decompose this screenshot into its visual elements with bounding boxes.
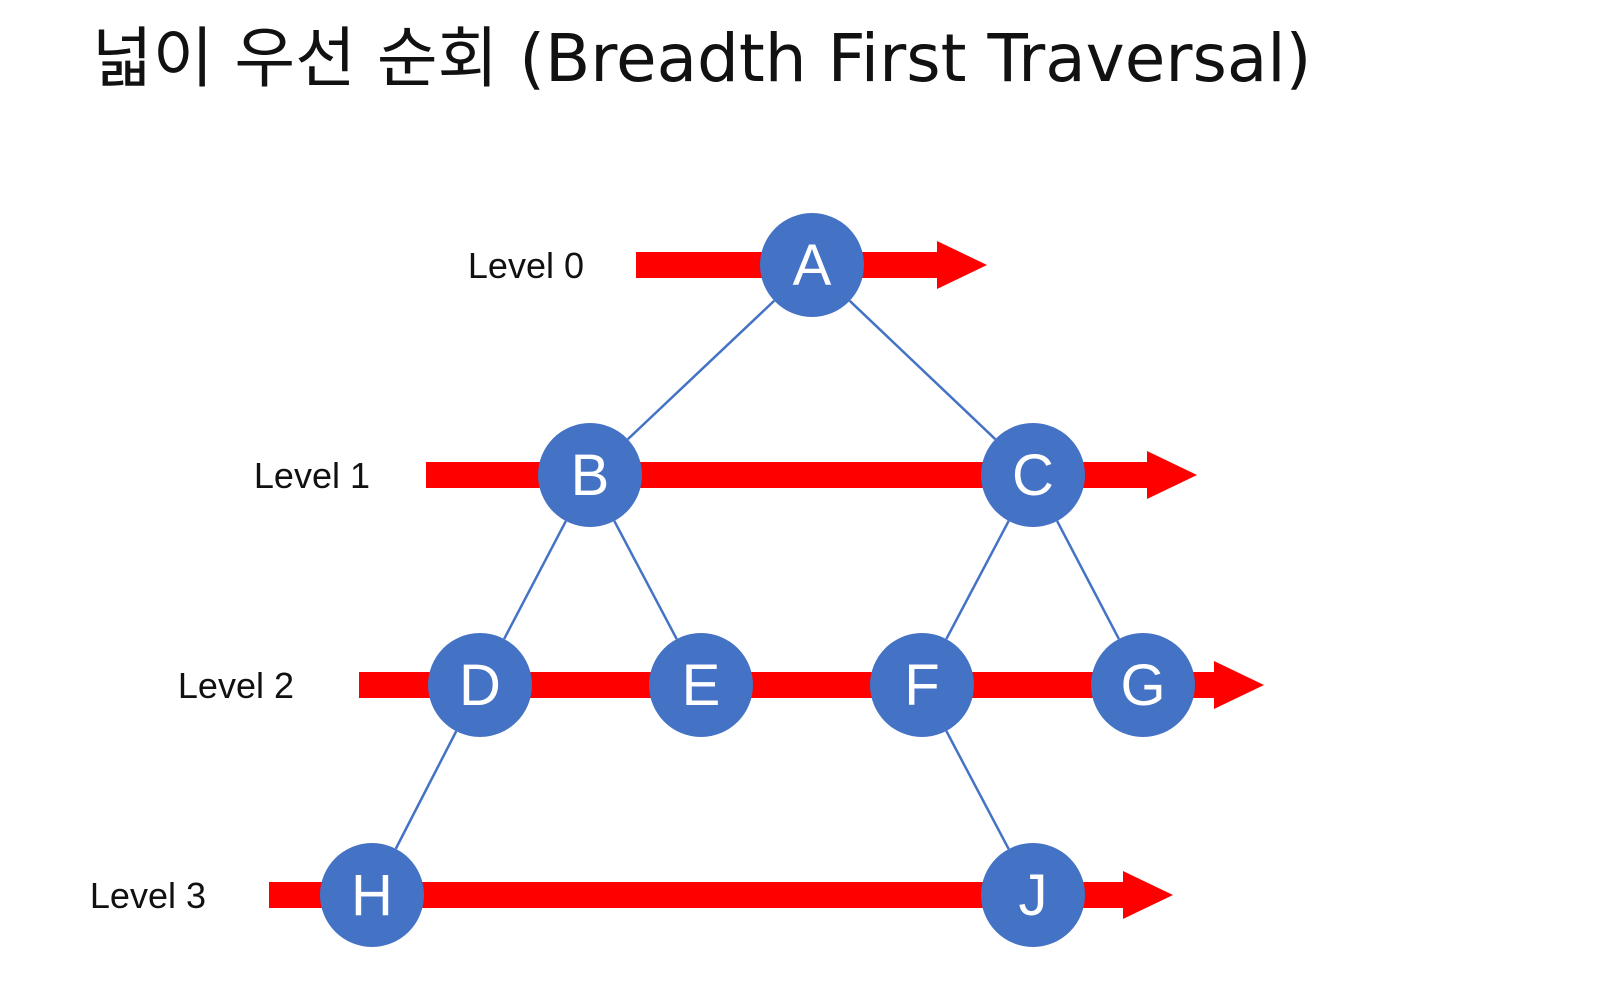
node-b-label: B xyxy=(571,443,610,508)
edge-B-E xyxy=(613,520,678,640)
node-a-label: A xyxy=(793,233,832,298)
level-2-traversal-arrow xyxy=(359,661,1264,709)
level-1-label: Level 1 xyxy=(254,455,370,496)
node-c-circle xyxy=(981,423,1085,527)
edge-A-C xyxy=(848,299,997,441)
node-h: H xyxy=(320,843,424,947)
level-labels: Level 0 Level 1 Level 2 Level 3 xyxy=(90,245,584,916)
level-3-traversal-arrow xyxy=(269,871,1173,919)
node-j: J xyxy=(981,843,1085,947)
node-a-circle xyxy=(760,213,864,317)
node-j-circle xyxy=(981,843,1085,947)
edge-C-G xyxy=(1056,520,1120,640)
node-e-circle xyxy=(649,633,753,737)
node-g: G xyxy=(1091,633,1195,737)
node-c: C xyxy=(981,423,1085,527)
edge-C-F xyxy=(945,520,1010,640)
node-e-label: E xyxy=(682,653,721,718)
node-f: F xyxy=(870,633,974,737)
tree-nodes: A B C D E F G H J xyxy=(320,213,1195,947)
node-h-circle xyxy=(320,843,424,947)
node-e: E xyxy=(649,633,753,737)
node-a: A xyxy=(760,213,864,317)
node-g-label: G xyxy=(1120,653,1165,718)
level-0-label: Level 0 xyxy=(468,245,584,286)
edge-A-B xyxy=(626,299,776,441)
node-f-circle xyxy=(870,633,974,737)
edge-B-D xyxy=(503,520,567,640)
node-c-label: C xyxy=(1012,443,1054,508)
edge-D-H xyxy=(394,730,458,850)
node-h-label: H xyxy=(351,863,393,928)
page-title: 넓이 우선 순회 (Breadth First Traversal) xyxy=(92,20,1312,97)
node-d-label: D xyxy=(459,653,501,718)
edge-F-J xyxy=(945,730,1010,850)
node-d-circle xyxy=(428,633,532,737)
node-d: D xyxy=(428,633,532,737)
level-2-label: Level 2 xyxy=(178,665,294,706)
tree-edges xyxy=(394,299,1120,850)
node-g-circle xyxy=(1091,633,1195,737)
node-j-label: J xyxy=(1019,863,1048,928)
level-3-label: Level 3 xyxy=(90,875,206,916)
node-b: B xyxy=(538,423,642,527)
level-arrows xyxy=(269,241,1264,919)
node-f-label: F xyxy=(904,653,939,718)
node-b-circle xyxy=(538,423,642,527)
